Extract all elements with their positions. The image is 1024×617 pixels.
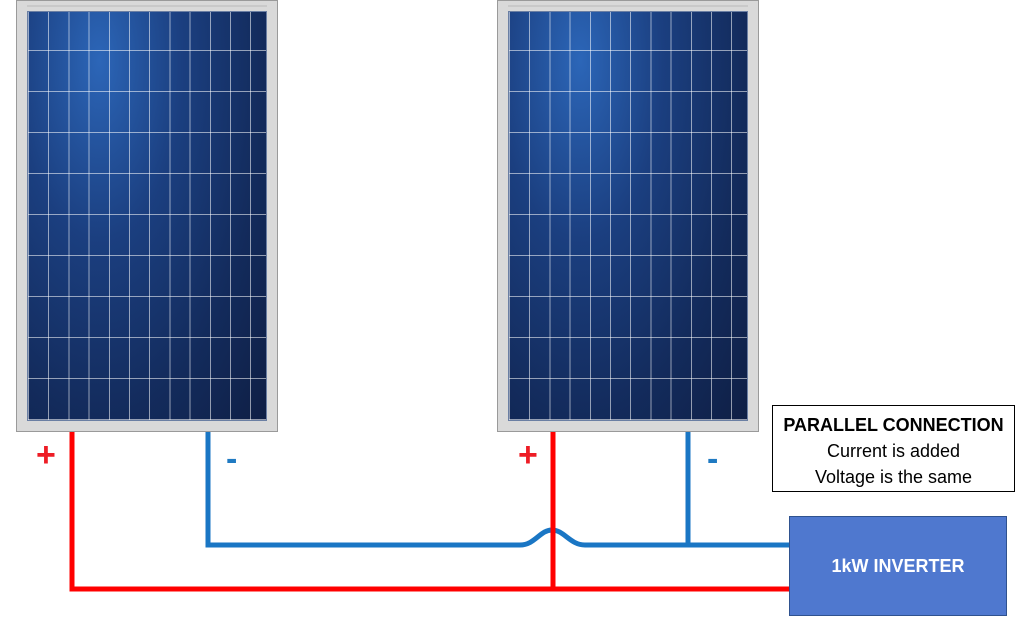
inverter-box: 1kW INVERTER xyxy=(789,516,1007,616)
info-box: PARALLEL CONNECTION Current is added Vol… xyxy=(772,405,1015,492)
solar-panel-right xyxy=(497,0,759,432)
solar-cells xyxy=(27,11,267,421)
info-line-current: Current is added xyxy=(826,441,961,461)
panel-frame xyxy=(508,5,748,13)
panel-frame xyxy=(27,5,267,13)
solar-cells xyxy=(508,11,748,421)
positive-terminal-right: + xyxy=(518,436,538,474)
inverter-label: 1kW INVERTER xyxy=(831,555,965,576)
positive-terminal-left: + xyxy=(36,436,56,474)
info-line-voltage: Voltage is the same xyxy=(814,467,973,487)
info-title: PARALLEL CONNECTION xyxy=(783,415,1004,435)
positive-wire-left xyxy=(69,432,790,592)
negative-terminal-right: - xyxy=(707,440,719,478)
negative-terminal-left: - xyxy=(226,440,238,478)
solar-panel-left xyxy=(16,0,278,432)
